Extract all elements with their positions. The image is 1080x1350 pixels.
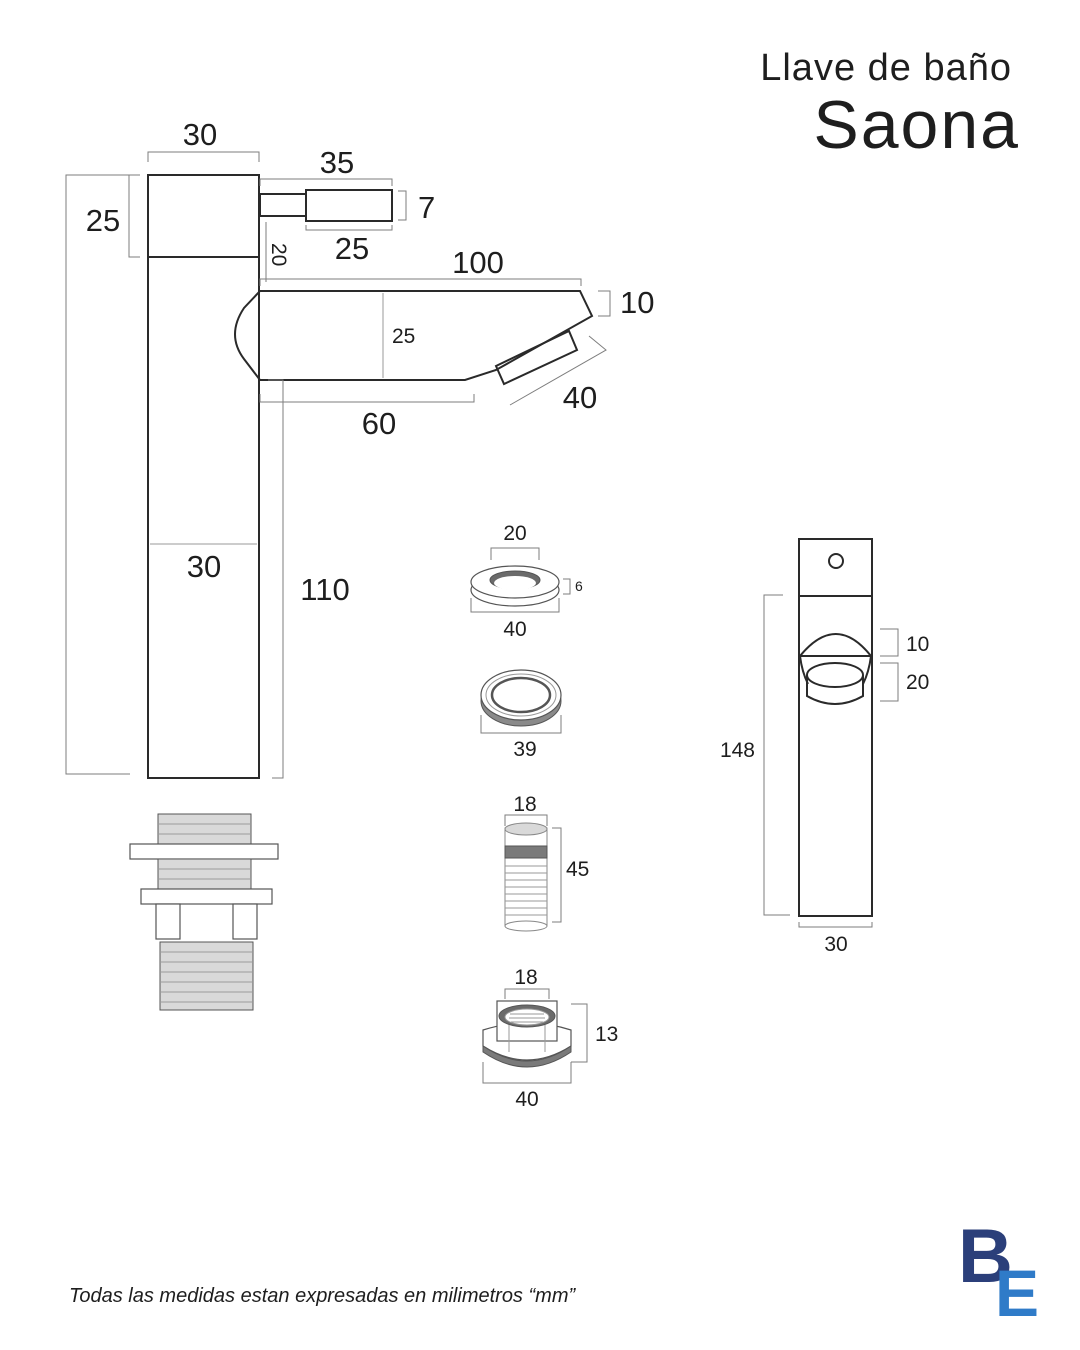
title-line-2: Saona	[813, 87, 1020, 163]
rod-diameter-dim: 18	[513, 793, 536, 816]
dim-spout-height: 25	[392, 325, 415, 348]
dim-spout-nozzle: 40	[563, 380, 597, 415]
part-washer: 20 6 40	[470, 522, 583, 641]
washer-outer-dim: 40	[503, 618, 526, 641]
side-outlet-dim: 20	[906, 671, 929, 694]
dim-handle-grip: 25	[335, 231, 369, 266]
spout-nozzle	[494, 329, 579, 386]
units-footnote: Todas las medidas estan expresadas en mi…	[69, 1285, 576, 1307]
brand-logo: B E	[958, 1214, 1039, 1330]
side-height-dim: 148	[720, 739, 755, 762]
handle-grip	[305, 189, 393, 222]
part-nut: 18 13 40	[482, 966, 618, 1111]
dim-handle-gap: 20	[267, 243, 290, 266]
part-ring: 39	[480, 669, 562, 761]
dim-spout-tip: 10	[620, 285, 654, 320]
dim-body-height: 110	[300, 572, 349, 607]
spout-outline	[234, 290, 594, 381]
front-dimension-labels: 30 35 7 25 25 20 100 10 25 40 60 30 110	[86, 117, 655, 607]
rod-length-dim: 45	[566, 858, 589, 881]
nut-height-dim: 13	[595, 1023, 618, 1046]
side-width-dim: 30	[824, 933, 847, 956]
ring-diameter-dim: 39	[513, 738, 536, 761]
side-handle-hole	[828, 553, 844, 569]
dim-head-height: 25	[86, 203, 120, 238]
dim-body-width: 30	[187, 549, 221, 584]
logo-letter-e: E	[995, 1256, 1039, 1330]
nut-outer-dim: 40	[515, 1088, 538, 1111]
washer-inner-dim: 20	[503, 522, 526, 545]
nut-inner-dim: 18	[514, 966, 537, 989]
faucet-front-view	[147, 174, 594, 779]
dim-top-width: 30	[183, 117, 217, 152]
faucet-side-view: 10 20 148 30	[720, 538, 929, 956]
front-dimension-lines	[65, 151, 611, 779]
mounting-assembly	[129, 813, 279, 1011]
part-threaded-rod: 18 45	[504, 793, 589, 932]
logo-letter-b: B	[958, 1214, 1013, 1299]
side-body-outline	[798, 538, 873, 917]
dim-handle-thickness: 7	[418, 190, 435, 225]
faucet-body-outline	[147, 174, 260, 779]
dim-spout-base: 60	[362, 406, 396, 441]
dim-spout-length: 100	[452, 245, 504, 280]
dim-handle-length: 35	[320, 145, 354, 180]
handle-stem	[259, 193, 307, 217]
title-line-1: Llave de baño	[760, 47, 1012, 89]
washer-thickness-dim: 6	[575, 578, 583, 594]
side-ring-dim: 10	[906, 633, 929, 656]
